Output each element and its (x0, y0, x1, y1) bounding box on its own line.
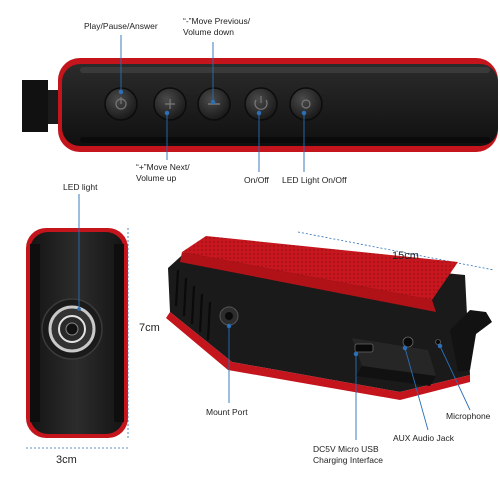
label-led-light: LED light (63, 182, 98, 192)
aux-jack (402, 336, 414, 348)
button-power (244, 87, 278, 121)
label-dc5v: DC5V Micro USB Charging Interface (313, 444, 383, 465)
label-led-on-off: LED Light On/Off (282, 175, 347, 185)
dimension-height: 7cm (139, 322, 160, 334)
label-move-next-line1: “+”Move Next/ (136, 162, 190, 172)
label-mount-port: Mount Port (206, 407, 248, 417)
led-ring (41, 298, 103, 360)
top-callouts (118, 35, 307, 172)
label-on-off: On/Off (244, 175, 269, 185)
persp-callouts (226, 323, 471, 440)
persp-strap (450, 310, 492, 372)
label-move-next: “+”Move Next/ Volume up (136, 162, 190, 183)
button-led (289, 87, 323, 121)
dimension-width: 3cm (56, 454, 77, 466)
persp-ribs (174, 269, 212, 341)
label-move-previous: “-”Move Previous/ Volume down (183, 16, 250, 37)
microphone-hole (435, 339, 441, 345)
button-volume-up (153, 87, 187, 121)
dimension-length: 15cm (392, 250, 419, 262)
label-dc5v-line1: DC5V Micro USB (313, 444, 379, 454)
dimension-lines (26, 228, 495, 449)
label-dc5v-line2: Charging Interface (313, 454, 383, 465)
usb-port (354, 343, 374, 353)
persp-grill (182, 236, 458, 300)
label-aux-jack: AUX Audio Jack (393, 433, 454, 443)
label-move-previous-line1: “-”Move Previous/ (183, 16, 251, 26)
top-body (62, 64, 498, 146)
strap (22, 80, 48, 132)
perspective-view (166, 236, 492, 400)
label-move-next-line2: Volume up (136, 172, 177, 183)
label-microphone: Microphone (446, 411, 491, 421)
label-play-pause: Play/Pause/Answer (84, 21, 158, 31)
mount-port (219, 306, 239, 326)
side-view (26, 194, 128, 438)
label-move-previous-line2: Volume down (183, 26, 235, 37)
top-view (22, 58, 498, 152)
